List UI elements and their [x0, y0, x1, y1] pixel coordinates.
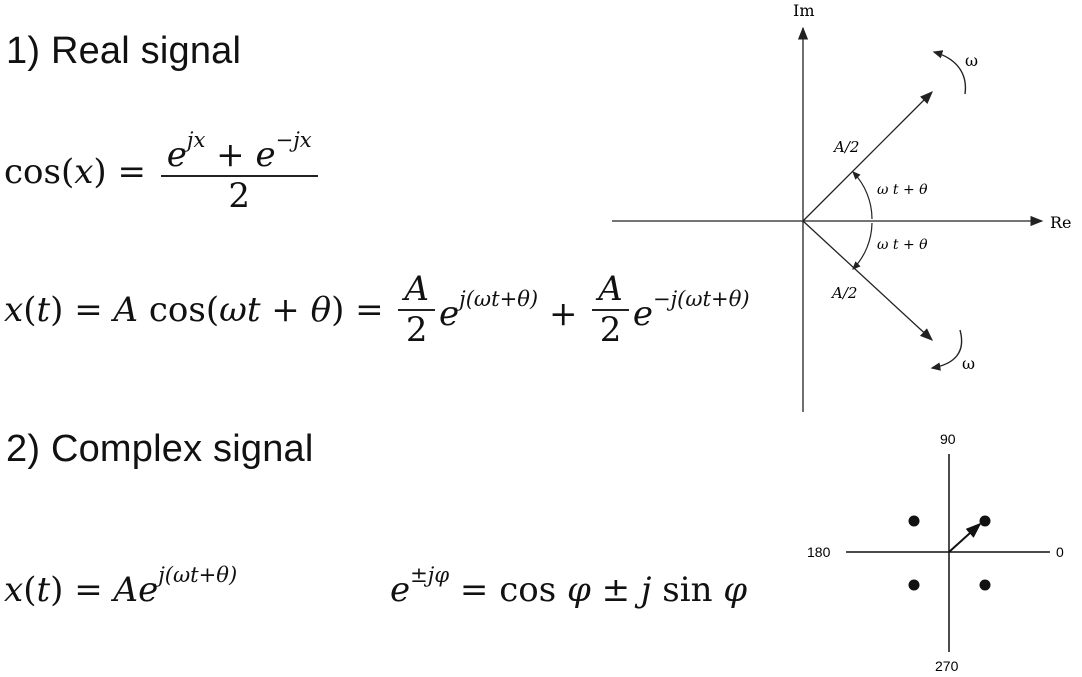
constellation-label-0: 0: [1056, 544, 1064, 560]
constellation-label-180: 180: [807, 544, 831, 560]
lower-angle-arc: [852, 222, 873, 270]
upper-rotation-arc: [932, 50, 967, 95]
constellation-label-90: 90: [940, 431, 956, 447]
section-heading-real: 1) Real signal: [6, 30, 242, 72]
upper-omega-label: ω: [965, 51, 978, 70]
lower-magnitude-label: A/2: [830, 284, 857, 302]
euler-formula-equation: e±jφ = cos φ ± j sin φ: [390, 562, 748, 610]
lower-omega-label: ω: [962, 354, 975, 373]
lower-angle-label: ω t + θ: [877, 237, 928, 253]
complex-signal-equation: x(t) = Aej(ωt+θ): [4, 562, 238, 610]
section-heading-complex: 2) Complex signal: [6, 428, 314, 470]
cos-denominator: 2: [228, 176, 251, 217]
upper-angle-label: ω t + θ: [877, 182, 928, 198]
upper-phasor-arrow: [802, 91, 933, 222]
constellation-point: [979, 579, 991, 591]
constellation-label-270: 270: [935, 658, 959, 674]
imaginary-axis-label: Im: [793, 1, 815, 20]
real-axis-label: Re: [1050, 213, 1072, 232]
constellation-point: [908, 579, 920, 591]
constellation-point: [979, 515, 991, 527]
cos-numerator: ejx + e−jx: [160, 127, 318, 178]
constellation-point: [908, 515, 920, 527]
cos-identity-equation: cos(x) = ejx + e−jx 2: [4, 127, 322, 217]
cos-fraction: ejx + e−jx 2: [160, 127, 318, 217]
constellation-vector-arrow: [948, 522, 982, 553]
upper-magnitude-label: A/2: [832, 138, 859, 156]
upper-angle-arc: [852, 171, 873, 220]
lower-phasor-arrow: [802, 220, 933, 341]
lower-rotation-arc: [930, 329, 963, 371]
